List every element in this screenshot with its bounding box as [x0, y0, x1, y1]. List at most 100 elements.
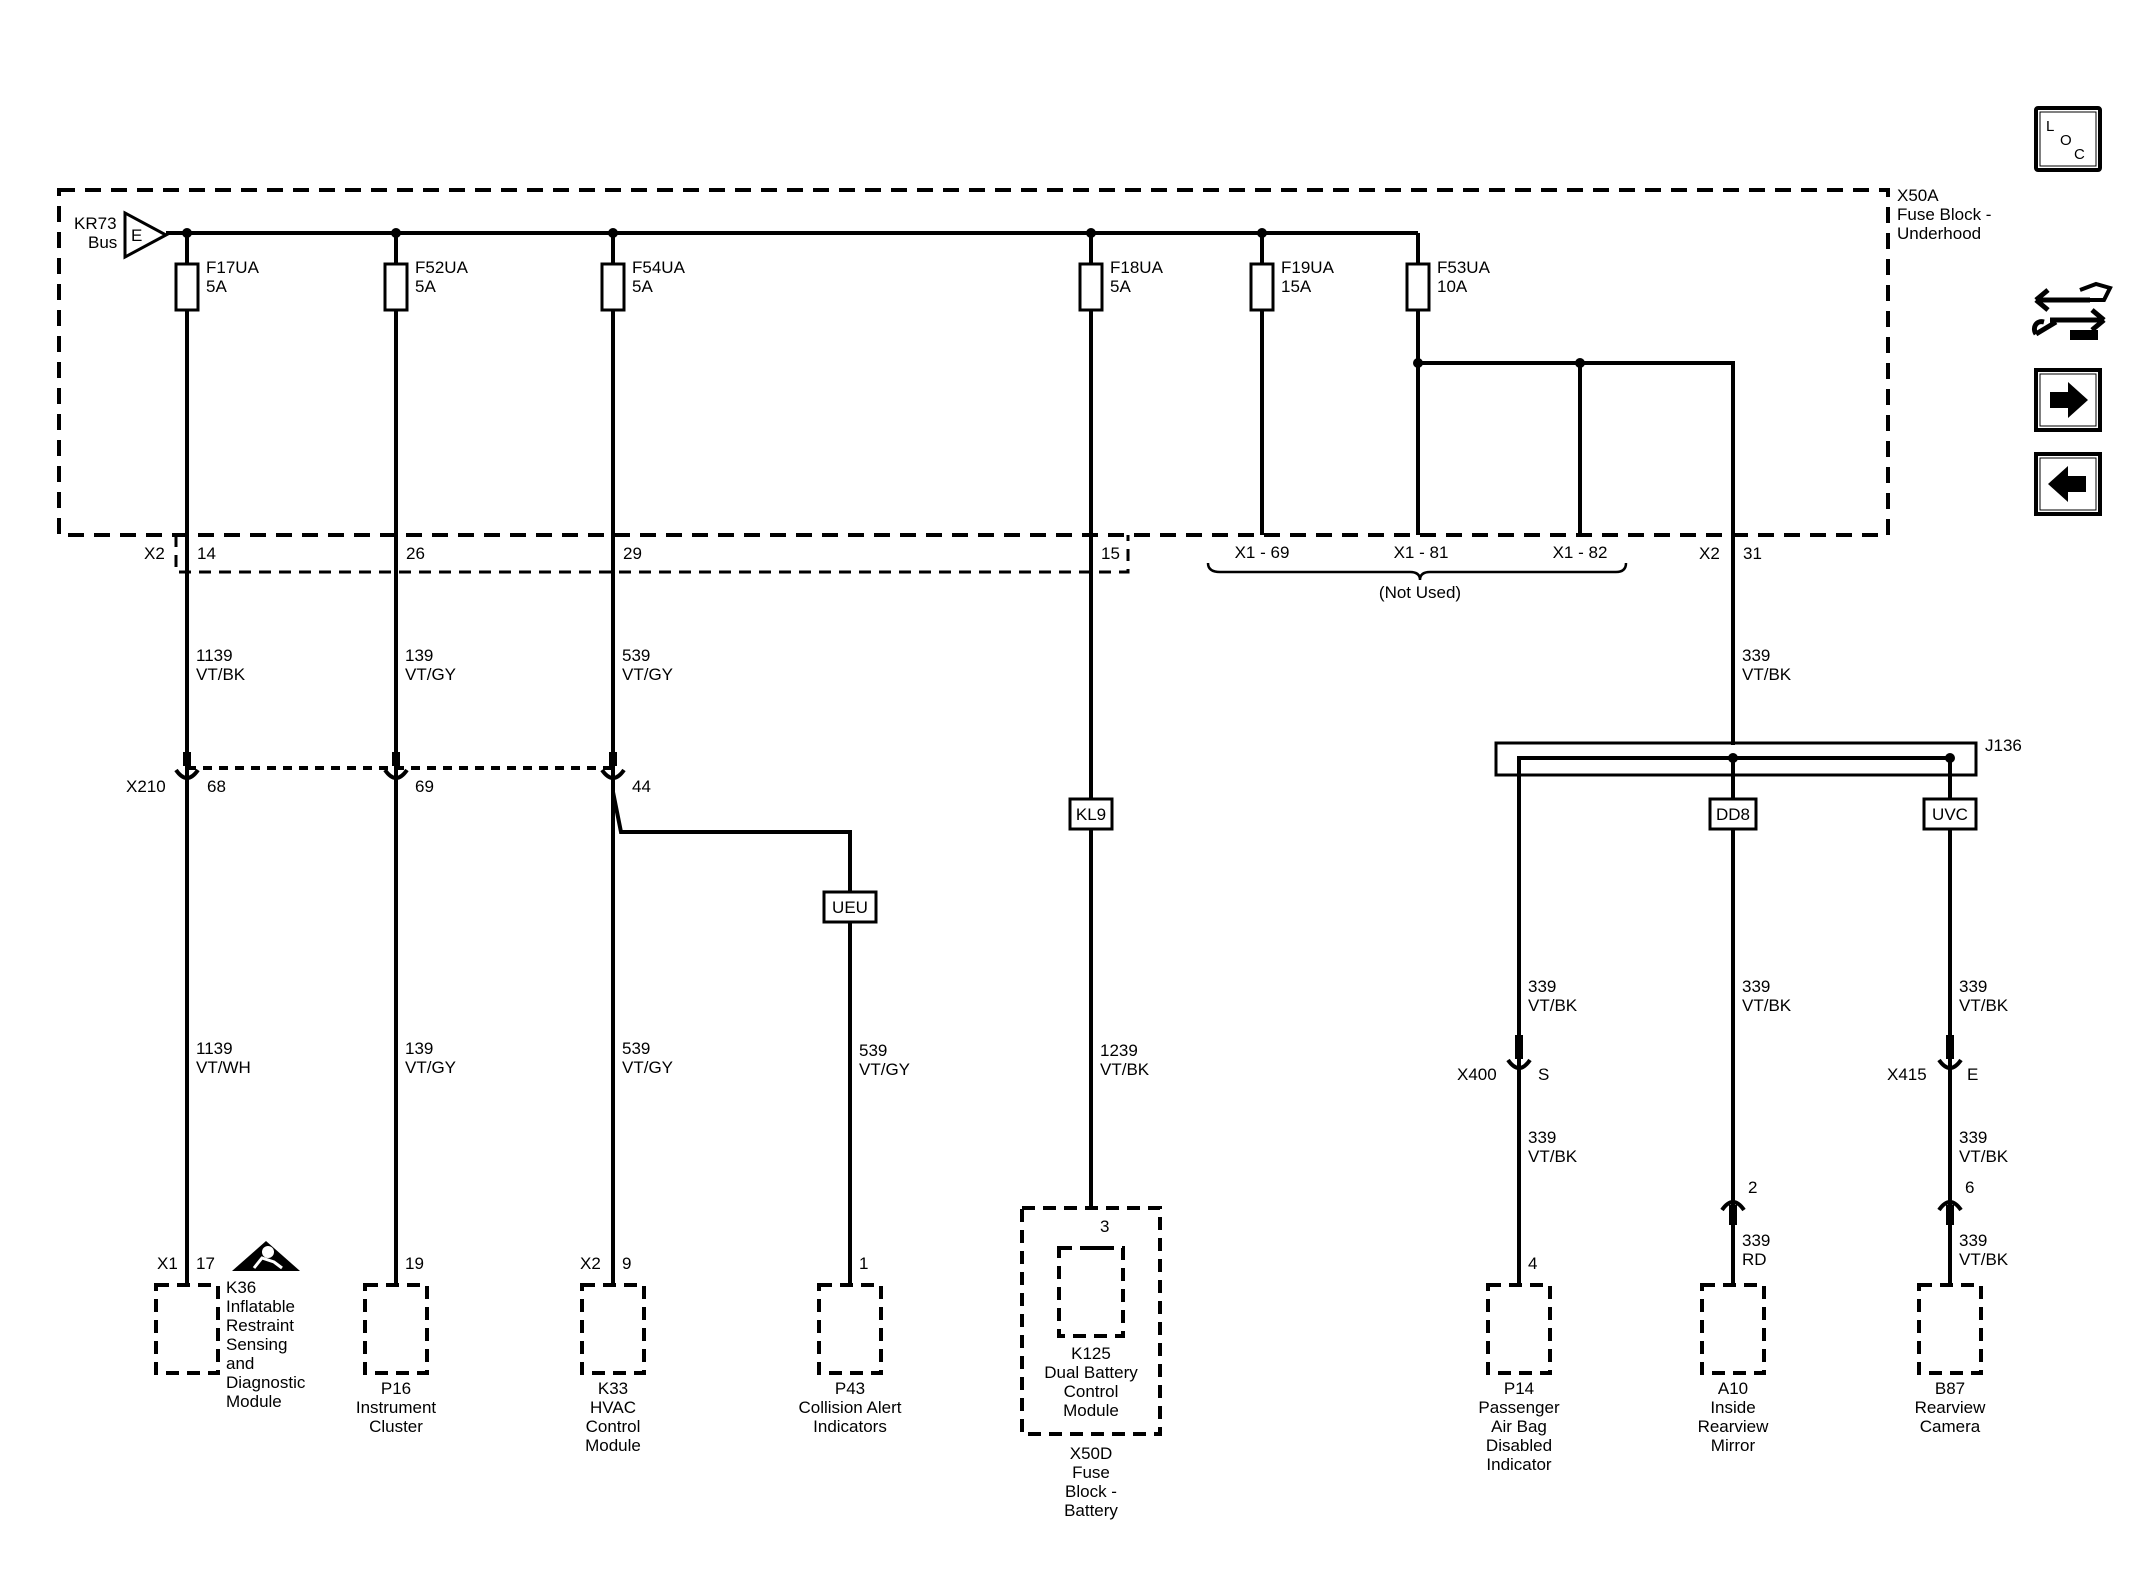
- component-b87-box: [1917, 1283, 1983, 1375]
- x210-connector-symbols: [174, 768, 626, 780]
- svg-text:Air Bag: Air Bag: [1491, 1417, 1547, 1436]
- svg-text:Restraint: Restraint: [226, 1316, 294, 1335]
- svg-text:P14: P14: [1504, 1379, 1534, 1398]
- component-k125-box: [1057, 1246, 1125, 1338]
- svg-text:Module: Module: [226, 1392, 282, 1411]
- wire-p14-a-num: 339: [1528, 977, 1556, 996]
- x210-label: X210: [126, 777, 166, 796]
- back-arrow-button[interactable]: [2034, 452, 2102, 516]
- wire-539-bot-color: VT/GY: [622, 1058, 673, 1077]
- wire-b87-b-color: VT/BK: [1959, 1147, 2009, 1166]
- svg-text:Diagnostic: Diagnostic: [226, 1373, 306, 1392]
- bus-name-2: Bus: [88, 233, 117, 252]
- svg-text:Rearview: Rearview: [1915, 1398, 1987, 1417]
- svg-text:Dual Battery: Dual Battery: [1044, 1363, 1138, 1382]
- wire-539-p43-num: 539: [859, 1041, 887, 1060]
- svg-text:B87: B87: [1935, 1379, 1965, 1398]
- loc-letter-c: C: [2074, 146, 2085, 163]
- option-ueu-box: UEU: [822, 890, 878, 924]
- fuse-f18ua-name: F18UA: [1110, 258, 1164, 277]
- wire-p14-b-color: VT/BK: [1528, 1147, 1578, 1166]
- wire-b87-a-color: VT/BK: [1959, 996, 2009, 1015]
- x210-pin-69: 69: [415, 777, 434, 796]
- svg-text:Control: Control: [1064, 1382, 1119, 1401]
- wire-p14-a-color: VT/BK: [1528, 996, 1578, 1015]
- fuse-f17ua: [174, 262, 200, 312]
- wire-a10-a-num: 339: [1742, 977, 1770, 996]
- x415-connector-symbol: [1937, 1035, 1963, 1070]
- loc-letter-l: L: [2046, 118, 2054, 135]
- svg-text:P43: P43: [835, 1379, 865, 1398]
- svg-text:and: and: [226, 1354, 254, 1373]
- loc-button[interactable]: L O C: [2034, 106, 2102, 172]
- p14-pin-label: 4: [1528, 1254, 1537, 1273]
- fuse-f52ua-name: F52UA: [415, 258, 469, 277]
- x2-connector-outline: [174, 535, 1130, 574]
- svg-text:Block -: Block -: [1065, 1482, 1117, 1501]
- pin-14: 14: [197, 544, 216, 563]
- component-k33-box: [580, 1283, 646, 1375]
- pin-x1-69: X1 - 69: [1235, 543, 1290, 562]
- option-ueu-label: UEU: [832, 898, 868, 917]
- x400-pin-s: S: [1538, 1065, 1549, 1084]
- fuse-f17ua-name: F17UA: [206, 258, 260, 277]
- svg-text:Indicators: Indicators: [813, 1417, 887, 1436]
- wire-b87-c-color: VT/BK: [1959, 1250, 2009, 1269]
- a10-inline-connector: [1720, 1200, 1746, 1225]
- svg-text:Cluster: Cluster: [369, 1417, 423, 1436]
- fuse-f52ua-rating: 5A: [415, 277, 436, 296]
- wire-139-bot-color: VT/GY: [405, 1058, 456, 1077]
- x400-label: X400: [1457, 1065, 1497, 1084]
- k125-name: K125 Dual Battery Control Module: [1044, 1344, 1138, 1420]
- wire-1239-color: VT/BK: [1100, 1060, 1150, 1079]
- connector-tool-icon[interactable]: [2031, 281, 2113, 340]
- x210-pin-44: 44: [632, 777, 651, 796]
- wire-1139-top-num: 1139: [196, 646, 233, 665]
- wire-b87-b-num: 339: [1959, 1128, 1987, 1147]
- component-a10-box: [1700, 1283, 1766, 1375]
- b87-inline-connector: [1937, 1200, 1963, 1225]
- k33-pin-label: 9: [622, 1254, 631, 1273]
- pin-15: 15: [1101, 544, 1120, 563]
- x2-right-label: X2: [1699, 544, 1720, 563]
- wire-f53ua-branch: [1418, 361, 1735, 745]
- svg-text:Indicator: Indicator: [1486, 1455, 1552, 1474]
- fuse-f19ua: [1249, 262, 1275, 312]
- svg-text:Collision Alert: Collision Alert: [799, 1398, 902, 1417]
- pin-26: 26: [406, 544, 425, 563]
- x400-connector-symbol: [1506, 1035, 1532, 1070]
- fuse-f54ua: [600, 262, 626, 312]
- x210-pin-68: 68: [207, 777, 226, 796]
- wire-b87-c-num: 339: [1959, 1231, 1987, 1250]
- bus-triangle-symbol: [123, 210, 170, 260]
- component-p16-box: [363, 1283, 429, 1375]
- option-kl9-label: KL9: [1076, 805, 1106, 824]
- wire-139-top-color: VT/GY: [405, 665, 456, 684]
- option-uvc-label: UVC: [1932, 805, 1968, 824]
- svg-text:Passenger: Passenger: [1478, 1398, 1560, 1417]
- fuse-block-title-3: Underhood: [1897, 224, 1981, 243]
- not-used-bracket: [1206, 562, 1628, 581]
- a10-name: A10 Inside Rearview Mirror: [1698, 1379, 1770, 1455]
- airbag-warning-icon: [232, 1241, 300, 1271]
- k36-name: K36 Inflatable Restraint Sensing and Dia…: [226, 1278, 306, 1411]
- wire-539-bot-num: 539: [622, 1039, 650, 1058]
- svg-text:Camera: Camera: [1920, 1417, 1981, 1436]
- fuse-block-title-2: Fuse Block -: [1897, 205, 1991, 224]
- p43-pin-label: 1: [859, 1254, 868, 1273]
- fuse-block-title-1: X50A: [1897, 186, 1939, 205]
- svg-text:K33: K33: [598, 1379, 628, 1398]
- forward-arrow-button[interactable]: [2034, 368, 2102, 432]
- wire-a10-c-num: 339: [1742, 1231, 1770, 1250]
- pin-31: 31: [1743, 544, 1762, 563]
- wire-1139-bot-num: 1139: [196, 1039, 233, 1058]
- fuse-f19ua-name: F19UA: [1281, 258, 1335, 277]
- component-p43-box: [817, 1283, 883, 1375]
- p14-name: P14 Passenger Air Bag Disabled Indicator: [1478, 1379, 1560, 1474]
- fuse-f18ua: [1078, 262, 1104, 312]
- svg-text:K125: K125: [1071, 1344, 1111, 1363]
- x50d-name: X50D Fuse Block - Battery: [1064, 1444, 1118, 1520]
- k36-conn-label: X1: [157, 1254, 178, 1273]
- svg-text:X50D: X50D: [1070, 1444, 1113, 1463]
- svg-text:HVAC: HVAC: [590, 1398, 636, 1417]
